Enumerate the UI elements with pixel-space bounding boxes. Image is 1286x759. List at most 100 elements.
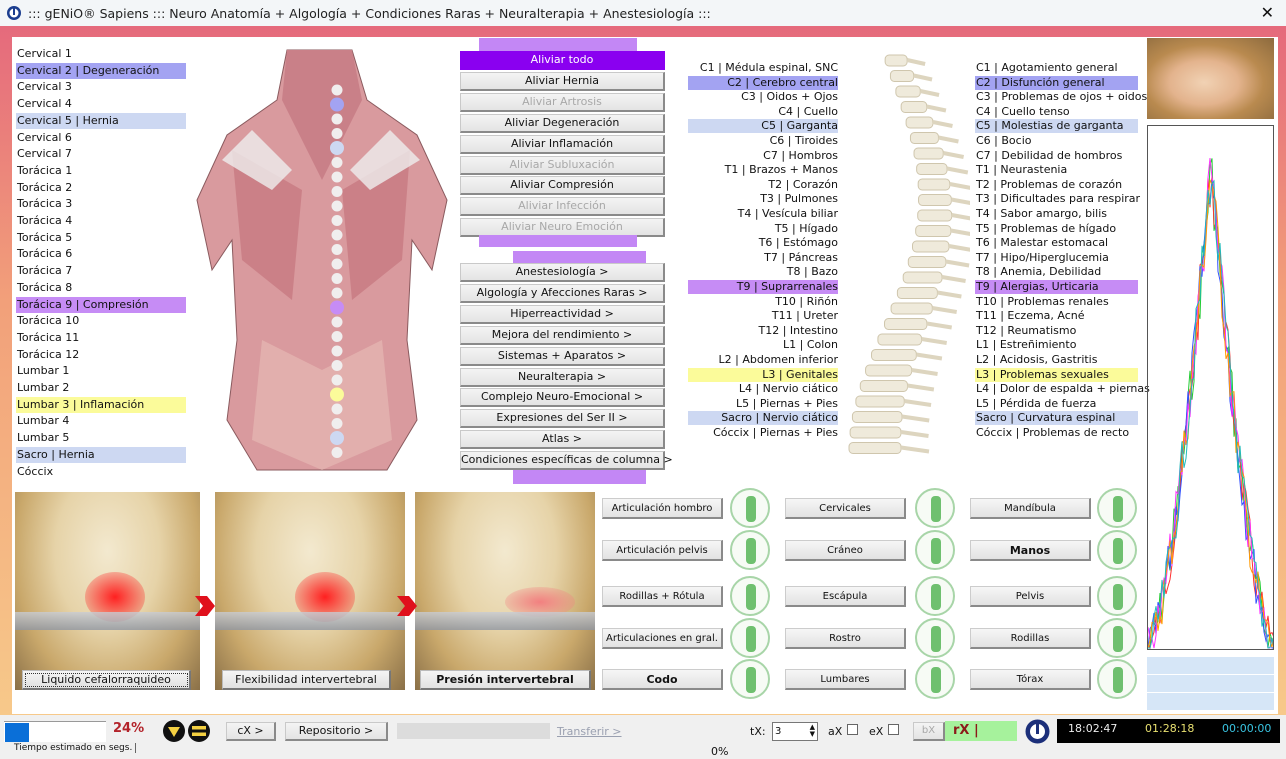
symptom-item[interactable]: T11 | Eczema, Acné xyxy=(976,309,1085,323)
repository-button[interactable]: Repositorio > xyxy=(285,722,388,741)
relief-button[interactable]: Aliviar Subluxación xyxy=(460,155,665,175)
organ-item[interactable]: C5 | Garganta xyxy=(688,119,838,134)
vertebra-marker[interactable] xyxy=(331,171,343,183)
symptom-item[interactable]: L1 | Estreñimiento xyxy=(976,338,1077,352)
pelvis-icon[interactable] xyxy=(1097,576,1137,616)
relief-button[interactable]: Aliviar Infección xyxy=(460,197,665,217)
organ-item[interactable]: L2 | Abdomen inferior xyxy=(718,353,839,366)
vertebra-marker[interactable] xyxy=(331,258,343,270)
vertebra-marker[interactable] xyxy=(330,387,344,402)
lumbar-spine-icon[interactable] xyxy=(915,659,955,699)
organ-item[interactable]: T3 | Pulmones xyxy=(760,192,838,206)
joint-button[interactable]: Escápula xyxy=(785,586,906,607)
symptom-item[interactable]: T8 | Anemia, Debilidad xyxy=(976,265,1102,279)
rx-indicator[interactable]: rX | xyxy=(945,721,1017,741)
symptom-item[interactable]: T12 | Reumatismo xyxy=(976,323,1077,337)
symptom-item[interactable]: T9 | Alergias, Urticaria xyxy=(975,280,1138,294)
knees-icon[interactable] xyxy=(1097,618,1137,658)
organ-item[interactable]: L5 | Piernas + Pies xyxy=(736,396,838,410)
vertebra-marker[interactable] xyxy=(331,215,343,226)
symptom-item[interactable]: T6 | Malestar estomacal xyxy=(976,236,1109,250)
elbow-icon[interactable] xyxy=(730,659,770,699)
category-button[interactable]: Mejora del rendimiento > xyxy=(460,325,665,345)
symptom-item[interactable]: C5 | Molestias de garganta xyxy=(975,119,1138,134)
relief-button[interactable]: Aliviar Inflamación xyxy=(460,134,665,154)
cervical-spine-icon[interactable] xyxy=(915,488,955,528)
symptom-item[interactable]: L2 | Acidosis, Gastritis xyxy=(976,353,1098,366)
knee-icon[interactable] xyxy=(730,576,770,616)
ex-checkbox[interactable] xyxy=(888,724,899,735)
equals-icon[interactable] xyxy=(188,720,210,742)
organ-item[interactable]: T4 | Vesícula biliar xyxy=(737,207,838,220)
symptom-item[interactable]: C3 | Problemas de ojos + oidos xyxy=(976,90,1148,104)
category-button[interactable]: Complejo Neuro-Emocional > xyxy=(460,388,665,408)
ax-checkbox[interactable] xyxy=(847,724,858,735)
vertebra-marker[interactable] xyxy=(331,273,343,284)
joint-button[interactable]: Articulación pelvis xyxy=(602,540,723,561)
relief-button[interactable]: Aliviar Artrosis xyxy=(460,92,665,112)
vertebra-marker[interactable] xyxy=(330,141,344,155)
vertebra-item[interactable]: Cervical 5 | Hernia xyxy=(16,112,186,129)
category-button[interactable]: Hiperreactividad > xyxy=(460,304,665,324)
organ-item[interactable]: L3 | Genitales xyxy=(688,367,838,382)
vertebra-marker[interactable] xyxy=(331,229,343,241)
relief-button[interactable]: Aliviar Degeneración xyxy=(460,113,665,133)
organ-item[interactable]: C7 | Hombros xyxy=(763,148,838,162)
symptom-item[interactable]: C2 | Disfunción general xyxy=(975,75,1138,90)
symptom-item[interactable]: L5 | Pérdida de fuerza xyxy=(976,396,1097,410)
category-button[interactable]: Condiciones específicas de columna > xyxy=(460,451,673,471)
vertebra-item[interactable]: Lumbar 1 xyxy=(17,364,70,378)
ribcage-icon[interactable] xyxy=(1097,659,1137,699)
vertebra-item[interactable]: Torácica 4 xyxy=(17,214,73,227)
symptom-item[interactable]: T2 | Problemas de corazón xyxy=(976,177,1123,191)
category-button[interactable]: Anestesiología > xyxy=(460,263,665,282)
vertebra-marker[interactable] xyxy=(331,331,343,342)
joint-button[interactable]: Rostro xyxy=(785,628,906,649)
organ-item[interactable]: T2 | Corazón xyxy=(768,177,838,191)
organ-item[interactable]: Cóccix | Piernas + Pies xyxy=(713,426,838,439)
joint-icon[interactable] xyxy=(730,618,770,658)
joint-button[interactable]: Cráneo xyxy=(785,540,906,561)
organ-item[interactable]: C1 | Médula espinal, SNC xyxy=(699,61,838,74)
symptom-item[interactable]: C4 | Cuello tenso xyxy=(976,104,1070,118)
vertebra-marker[interactable] xyxy=(331,186,343,197)
category-button[interactable]: Sistemas + Aparatos > xyxy=(460,346,665,366)
organ-item[interactable]: T7 | Páncreas xyxy=(764,250,838,264)
vertebra-marker[interactable] xyxy=(331,345,343,357)
hand-icon[interactable] xyxy=(1097,530,1137,570)
symptom-item[interactable]: C1 | Agotamiento general xyxy=(976,61,1118,74)
vertebra-marker[interactable] xyxy=(331,128,343,139)
vertebra-marker[interactable] xyxy=(330,97,344,112)
vertebra-marker[interactable] xyxy=(330,431,344,445)
vertebra-item[interactable]: Cervical 2 | Degeneración xyxy=(16,62,186,79)
vertebra-marker[interactable] xyxy=(331,200,343,212)
category-button[interactable]: Algología y Afecciones Raras > xyxy=(460,283,665,303)
organ-item[interactable]: L4 | Nervio ciático xyxy=(738,382,838,396)
symptom-item[interactable]: T1 | Neurastenia xyxy=(976,163,1068,177)
organ-item[interactable]: T1 | Brazos + Manos xyxy=(724,163,838,177)
vertebra-item[interactable]: Torácica 3 xyxy=(17,197,73,211)
vertebra-marker[interactable] xyxy=(331,244,343,255)
category-button[interactable]: Atlas > xyxy=(460,430,665,450)
funnel-icon[interactable] xyxy=(163,720,185,742)
organ-item[interactable]: L1 | Colon xyxy=(783,338,838,352)
organ-item[interactable]: T10 | Riñón xyxy=(775,294,838,308)
vertebra-item[interactable]: Lumbar 5 xyxy=(17,431,70,445)
vertebra-item[interactable]: Torácica 2 xyxy=(17,180,73,194)
symptom-item[interactable]: T7 | Hipo/Hiperglucemia xyxy=(976,250,1109,264)
vertebra-item[interactable]: Torácica 1 xyxy=(17,163,73,177)
joint-button[interactable]: Articulación hombro xyxy=(602,498,723,519)
vertebra-marker[interactable] xyxy=(331,403,343,415)
vertebra-item[interactable]: Torácica 10 xyxy=(17,314,80,328)
vertebra-item[interactable]: Lumbar 3 | Inflamación xyxy=(16,396,186,413)
stage-button-pressure[interactable]: Presión intervertebral xyxy=(420,670,591,690)
joint-button[interactable]: Lumbares xyxy=(785,669,906,690)
vertebra-item[interactable]: Torácica 8 xyxy=(17,280,73,294)
skull-side-icon[interactable] xyxy=(915,530,955,570)
vertebra-marker[interactable] xyxy=(331,360,343,371)
vertebra-marker[interactable] xyxy=(331,113,343,125)
joint-button[interactable]: Rodillas xyxy=(970,628,1091,649)
vertebra-item[interactable]: Cervical 3 xyxy=(17,80,72,94)
organ-item[interactable]: C4 | Cuello xyxy=(778,104,838,118)
stage-button-flexibility[interactable]: Flexibilidad intervertebral xyxy=(222,670,391,690)
